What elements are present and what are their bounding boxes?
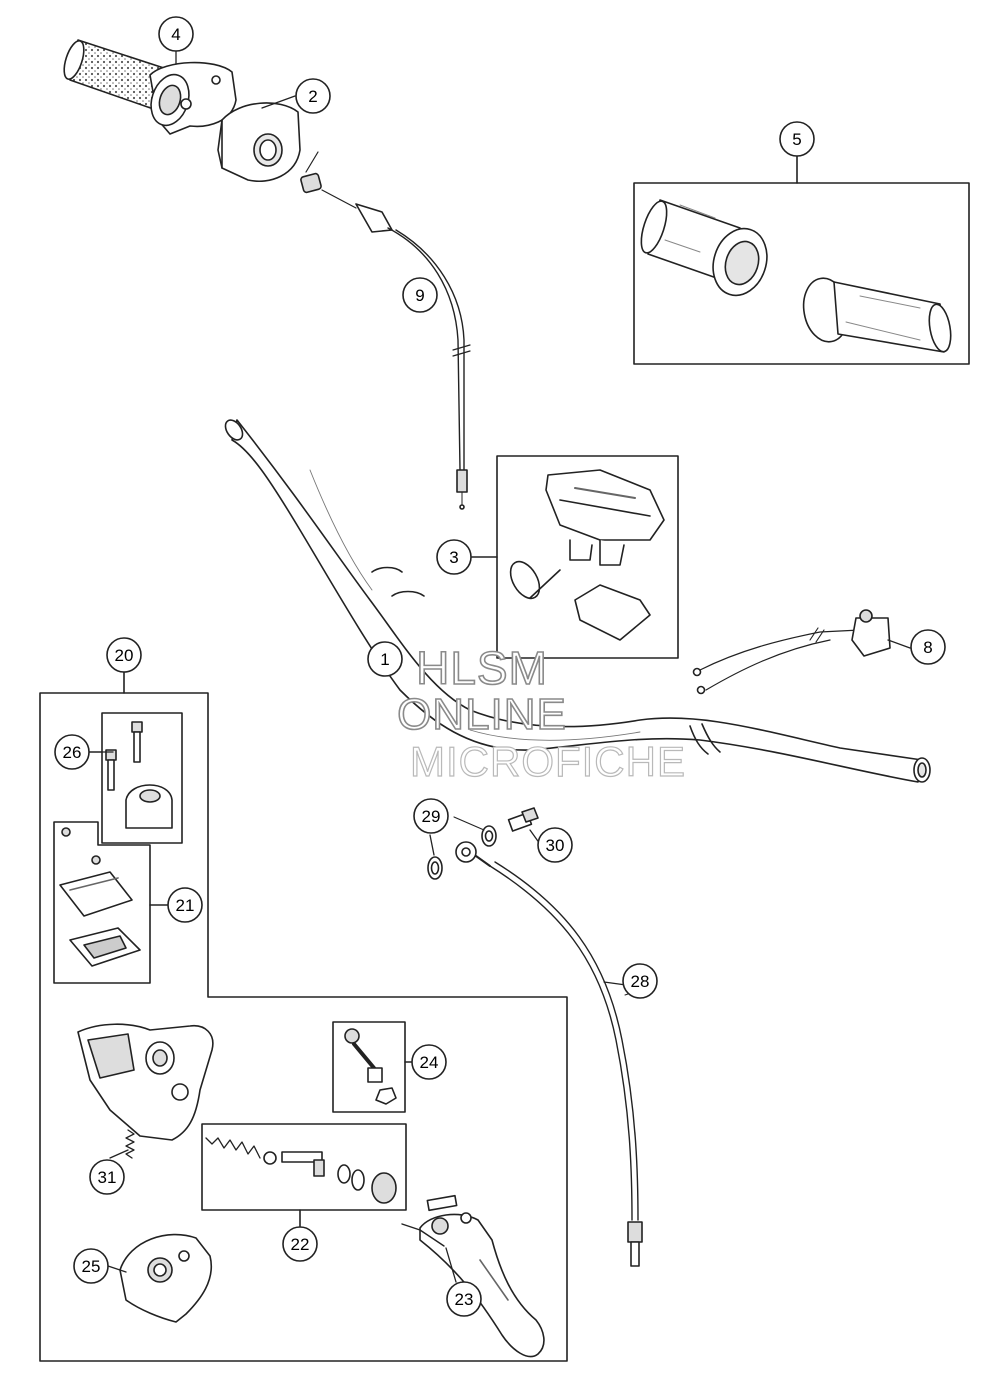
master-cylinder-body xyxy=(77,1023,214,1141)
callout-label: 4 xyxy=(171,25,180,44)
clutch-hose xyxy=(455,841,643,1267)
callout-25: 25 xyxy=(73,1248,109,1284)
callout-label: 8 xyxy=(923,638,932,657)
callout-29: 29 xyxy=(413,798,449,834)
callout-label: 9 xyxy=(415,286,424,305)
piston-kit-box xyxy=(201,1123,407,1227)
kill-switch xyxy=(692,609,891,695)
leader-lines xyxy=(101,49,911,1283)
callout-label: 20 xyxy=(115,646,134,665)
callout-1: 1 xyxy=(367,641,403,677)
callout-label: 30 xyxy=(546,836,565,855)
callout-label: 25 xyxy=(82,1257,101,1276)
callout-label: 23 xyxy=(455,1290,474,1309)
callout-label: 28 xyxy=(631,972,650,991)
banjo-bolt-and-washers xyxy=(427,807,539,880)
spring-31 xyxy=(125,1129,135,1159)
callout-8: 8 xyxy=(910,629,946,665)
adjuster-box xyxy=(332,1021,413,1113)
callout-label: 1 xyxy=(380,650,389,669)
callout-5: 5 xyxy=(779,121,815,157)
reservoir-cover-box xyxy=(53,821,169,984)
callout-24: 24 xyxy=(411,1044,447,1080)
grip-set-box xyxy=(633,155,970,365)
callout-30: 30 xyxy=(537,827,573,863)
callout-bubbles: 1 2 3 4 5 8 9 20 xyxy=(54,16,946,1317)
callout-label: 5 xyxy=(792,130,801,149)
callout-9: 9 xyxy=(402,277,438,313)
callout-label: 29 xyxy=(422,807,441,826)
callout-label: 31 xyxy=(98,1168,117,1187)
callout-label: 3 xyxy=(449,548,458,567)
clutch-lever xyxy=(401,1194,545,1358)
callout-21: 21 xyxy=(167,887,203,923)
callout-20: 20 xyxy=(106,637,142,673)
callout-3: 3 xyxy=(436,539,472,575)
callout-label: 21 xyxy=(176,896,195,915)
throttle-housing xyxy=(217,102,301,182)
handlebar-pad-box xyxy=(471,455,679,659)
handlebar xyxy=(224,419,931,783)
callout-label: 2 xyxy=(308,87,317,106)
watermark-line-2: ONLINE xyxy=(396,690,567,739)
master-cylinder-cover xyxy=(119,1233,213,1323)
throttle-cable xyxy=(300,151,471,510)
clamp-kit-box xyxy=(88,712,183,844)
callout-label: 22 xyxy=(291,1235,310,1254)
watermark-line-3: MICROFICHE xyxy=(409,738,686,785)
callout-label: 26 xyxy=(63,743,82,762)
callout-2: 2 xyxy=(295,78,331,114)
callout-4: 4 xyxy=(158,16,194,52)
callout-23: 23 xyxy=(446,1281,482,1317)
callout-26: 26 xyxy=(54,734,90,770)
throttle-grip xyxy=(63,39,237,135)
watermark-line-1: HLSM xyxy=(415,642,548,694)
callout-label: 24 xyxy=(420,1053,439,1072)
clutch-master-cylinder-outline xyxy=(39,671,568,1362)
callout-31: 31 xyxy=(89,1159,125,1195)
callout-28: 28 xyxy=(622,963,658,999)
callout-22: 22 xyxy=(282,1226,318,1262)
